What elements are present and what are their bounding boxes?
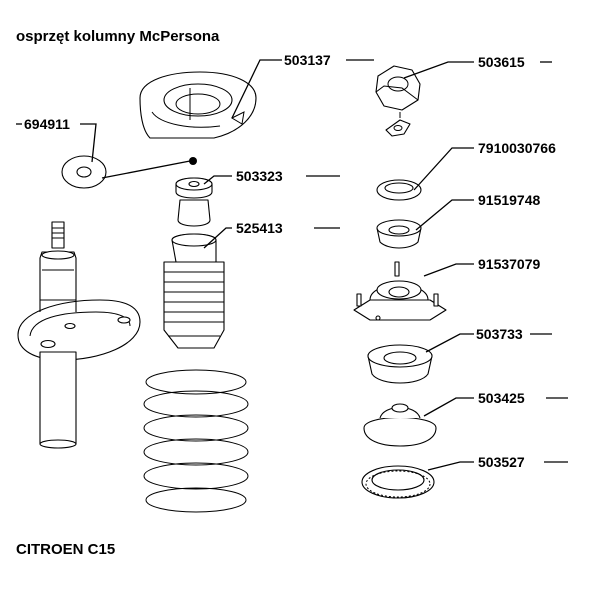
coil-spring	[143, 369, 249, 513]
upper-spring-seat-503137	[139, 71, 257, 139]
bearing-ring-503527	[361, 465, 435, 499]
part-number-503425: 503425	[478, 390, 525, 406]
part-number-525413: 525413	[236, 220, 283, 236]
bearing-503733	[367, 344, 433, 384]
leader-lines	[16, 59, 568, 471]
locating-dot-icon	[189, 157, 197, 165]
part-number-91537079: 91537079	[478, 256, 541, 272]
washer-694911	[61, 155, 107, 189]
lower-cup-503425	[363, 403, 437, 447]
dust-boot-525413	[163, 233, 225, 349]
retaining-clip	[385, 112, 411, 137]
part-number-91519748: 91519748	[478, 192, 541, 208]
part-number-7910030766: 7910030766	[478, 140, 556, 156]
part-number-503527: 503527	[478, 454, 525, 470]
cup-91519748	[376, 219, 422, 249]
part-number-503323: 503323	[236, 168, 283, 184]
strut-mount-91537079	[353, 261, 447, 321]
ring-7910030766	[376, 179, 422, 201]
part-number-503615: 503615	[478, 54, 525, 70]
shock-absorber-drawing	[17, 221, 141, 449]
vehicle-model-label: CITROEN C15	[16, 541, 116, 558]
bump-stop-cap-503323	[175, 177, 213, 227]
nut-503615	[375, 65, 421, 111]
part-number-694911: 694911	[24, 116, 70, 132]
part-number-503137: 503137	[284, 52, 331, 68]
part-number-503733: 503733	[476, 326, 523, 342]
diagram-title: osprzęt kolumny McPersona	[16, 28, 220, 45]
